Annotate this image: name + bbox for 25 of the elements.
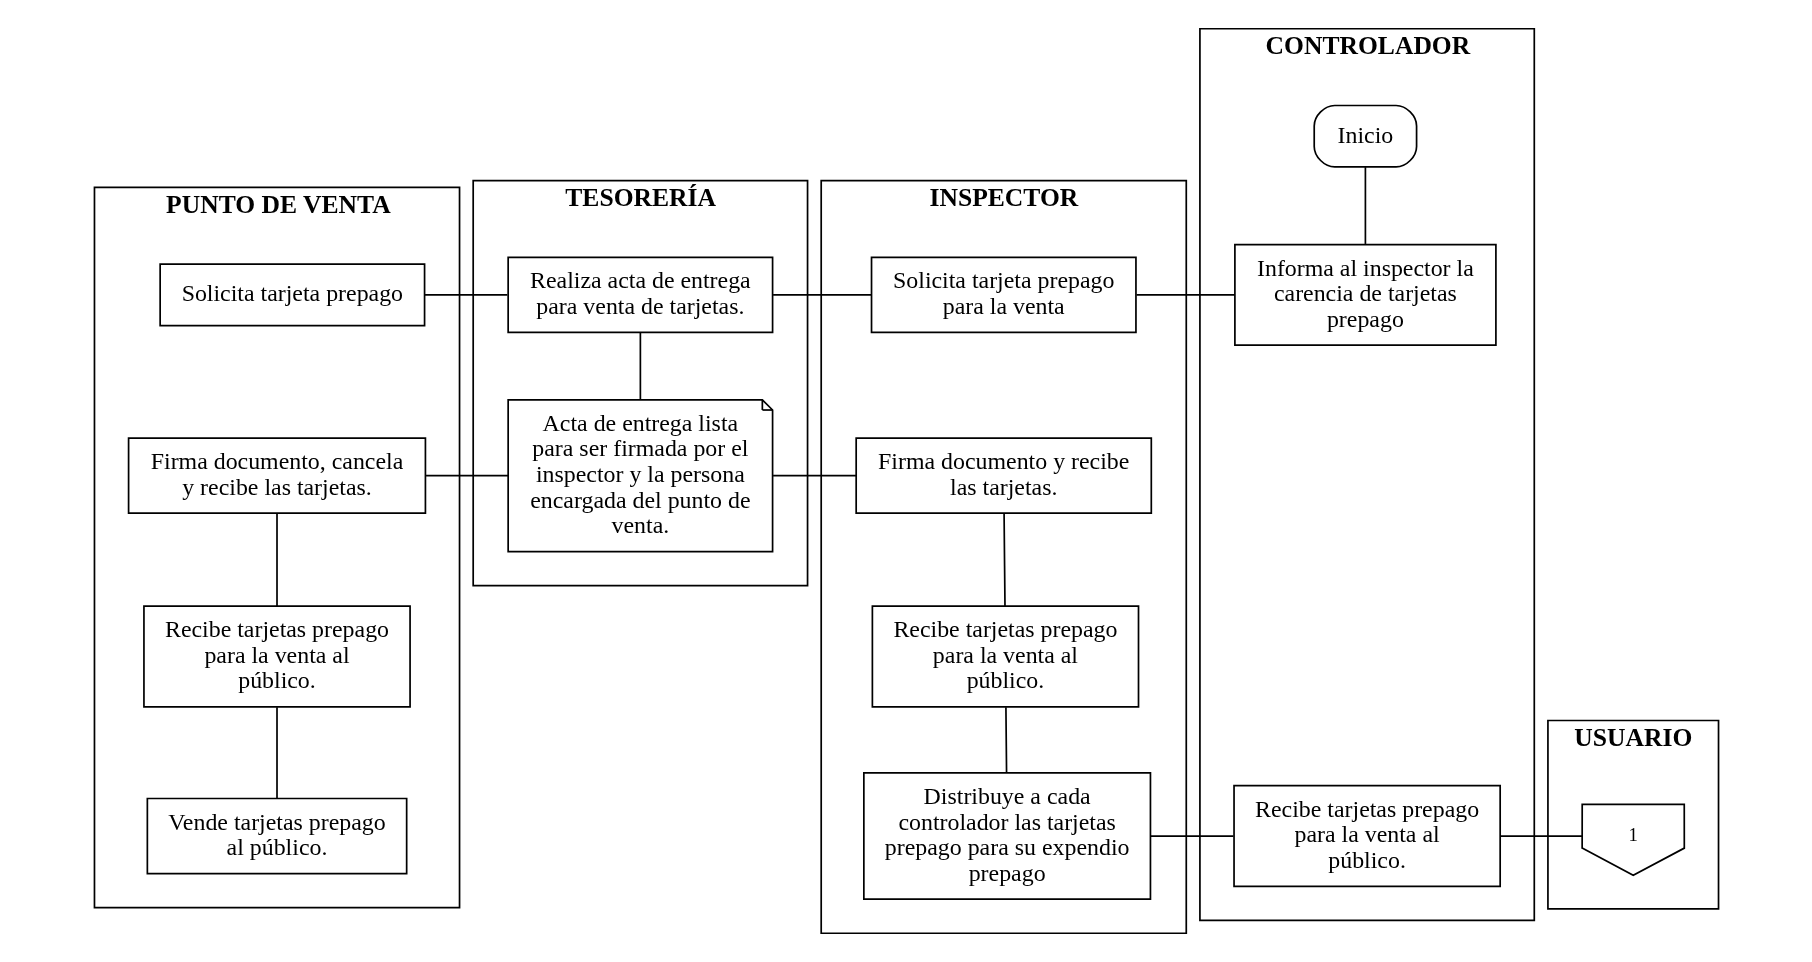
connector (1149, 835, 1234, 837)
connector (771, 294, 872, 296)
connector (1004, 706, 1007, 774)
connector (639, 331, 641, 401)
connector (275, 512, 278, 608)
node-box: Recibe tarjetas prepago para la venta al público. (142, 605, 411, 708)
node-box: Realiza acta de entrega para venta de tarjetas. (506, 256, 773, 334)
node-box: Recibe tarjetas prepago para la venta al público. (871, 605, 1139, 708)
connector (423, 294, 508, 296)
node-box: Solicita tarjeta prepago para la venta (870, 256, 1137, 334)
connector (1364, 166, 1366, 245)
node-box: Distribuye a cada controlador las tarjetas prepago para su expendio prepago (862, 772, 1151, 900)
connector (424, 474, 509, 477)
connector (275, 706, 278, 800)
node-box: Solicita tarjeta prepago (158, 263, 425, 327)
connector (1499, 835, 1583, 837)
node-box: Recibe tarjetas prepago para la venta al público. (1232, 784, 1501, 888)
node-box: Inicio (1312, 104, 1417, 168)
connector (1135, 294, 1236, 296)
node-box: Vende tarjetas prepago al público. (146, 797, 407, 875)
node-box: Informa al inspector la carencia de tarjetas prepago (1233, 243, 1497, 347)
connector (771, 474, 857, 477)
node-box: Firma documento, cancela y recibe las tarjetas. (127, 437, 426, 515)
node-box: Firma documento y recibe las tarjetas. (854, 437, 1152, 515)
connector (1002, 512, 1006, 608)
